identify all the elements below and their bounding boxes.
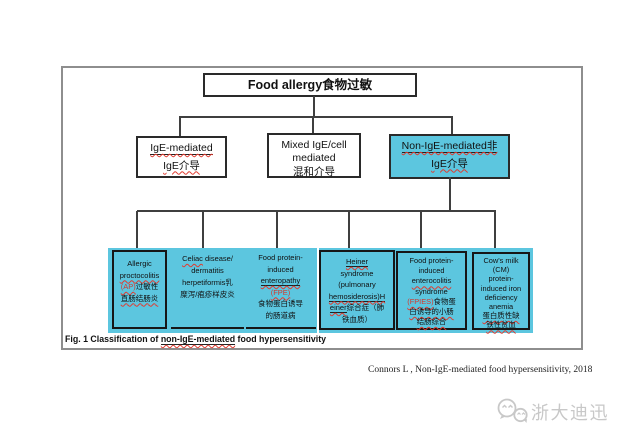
fpe-bottom-rule [246,327,316,329]
non-ige-line1: Non-IgE-mediated非 [401,140,498,153]
cm-l4: induced iron [480,283,522,293]
heiner-l3: (pulmonary [338,280,376,289]
cm-l8: 铁性贫血 [486,320,516,330]
celiac-l4: 糜泻/疱疹样皮炎 [180,290,235,299]
non-ige-line2: IgE介导 [431,157,468,170]
ige-line2: IgE介导 [163,159,200,172]
fpies-l3: enterocolitis [411,276,452,286]
mixed-line1: Mixed IgE/cell [281,139,347,151]
allergic-l4: 直肠结肠炎 [120,293,159,303]
caption-suffix: food hypersensitivity [235,334,327,344]
fpe-l1: Food protein- [258,253,303,262]
root-box-food-allergy: Food allergy食物过敏 [203,73,417,97]
box-fpe: Food protein- induced enteropathy (FPE) … [245,252,316,321]
celiac-l2: dermatitis [191,266,224,275]
fpe-l4: (FPE) [270,287,291,297]
heiner-l4: hemosiderosis)H [328,291,386,302]
wechat-bubbles-icon [494,397,530,425]
box-fpies: Food protein- induced enterocolitis synd… [396,251,467,330]
connector-drop-cm [494,211,496,253]
mixed-line2: mediated [292,151,336,164]
fpies-l7: 结肠综合 [416,317,447,327]
heiner-l2: syndrome [340,268,374,278]
fpies-l6: 白诱导的小肠 [409,307,454,317]
box-allergic-proctocolitis: Allergic proctocolitis (AP)过敏性 直肠结肠炎 [112,250,167,329]
cm-l6: anemia [488,302,514,312]
ige-line1: IgE-mediated [150,142,213,155]
cm-l1: Cow's milk [483,256,519,265]
caption-prefix: Fig. 1 Classification of [65,334,161,344]
fpies-l4: syndrome [415,286,448,296]
root-box-label: Food allergy食物过敏 [247,78,373,92]
fpe-l3: enteropathy [260,276,301,286]
allergic-l3: (AP)过敏性 [120,282,159,291]
heiner-l6: 铁血质） [342,314,372,324]
celiac-bottom-rule [171,327,244,329]
connector-drop-mixed [312,117,314,134]
fpies-l5: (FPIES)食物蛋 [407,296,456,306]
celiac-l1: Celiac disease/ [182,254,233,263]
heiner-l5: einer综合症（肺 [329,303,385,313]
box-celiac-disease: Celiac disease/ dermatitis herpetiformis… [171,253,244,301]
connector-drop-heiner [348,211,350,251]
allergic-l1: Allergic [127,259,152,268]
connector-level2-horizontal [179,116,453,118]
box-cows-milk-anemia: Cow's milk (CM) protein- induced iron de… [472,252,530,330]
celiac-l3: herpetiformis乳 [182,278,233,287]
connector-level3-horizontal [137,210,496,212]
allergic-l2: proctocolitis [119,270,160,280]
box-non-ige-mediated: Non-IgE-mediated非 IgE介导 [389,134,510,179]
fpe-l6: 的肠道病 [265,310,296,320]
figure-frame [61,66,583,350]
fpies-l2: induced [418,266,445,276]
connector-root-down [313,96,315,117]
cm-l5: deficiency [484,292,518,302]
cm-l7: 蛋白质性缺 [482,311,520,321]
citation-text: Connors L , Non-IgE-mediated food hypers… [368,365,593,375]
caption-underlined: non-IgE-mediated [160,334,236,344]
box-heiner-syndrome: Heiner syndrome (pulmonary hemosiderosis… [319,250,395,330]
connector-drop-celiac [202,211,204,249]
mixed-line3: 混和介导 [293,166,335,178]
cm-l3: protein- [488,274,514,284]
box-mixed-ige-cell: Mixed IgE/cell mediated 混和介导 [267,133,361,178]
connector-drop-ige [179,117,181,137]
watermark-text: 浙大迪迅 [531,403,609,423]
connector-drop-fpe [276,211,278,249]
fpies-l1: Food protein- [409,256,454,265]
fpe-l2: induced [267,264,294,274]
connector-non-ige-down [449,177,451,212]
cm-l2: (CM) [492,265,510,275]
heiner-l1: Heiner [345,257,369,267]
connector-drop-fpies [420,211,422,253]
figure-caption: Fig. 1 Classification of non-IgE-mediate… [65,334,327,345]
connector-drop-non-ige [451,117,453,135]
connector-drop-allergic [136,211,138,251]
fpe-l5: 食物蛋白诱导 [258,299,303,308]
box-ige-mediated: IgE-mediated IgE介导 [136,136,227,178]
